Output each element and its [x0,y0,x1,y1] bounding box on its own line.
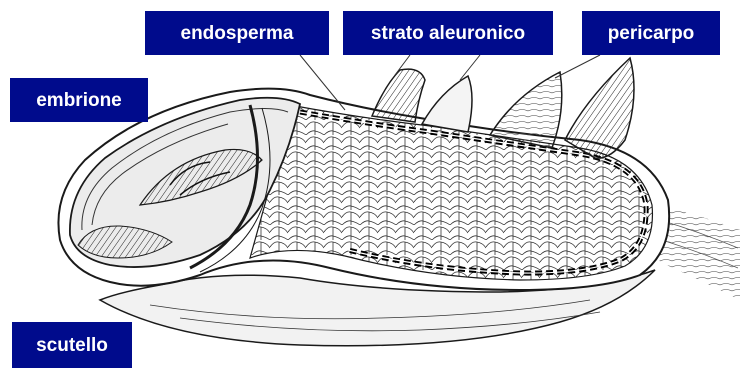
scutello-label: scutello [12,322,132,368]
pericarpo-label: pericarpo [582,11,720,55]
endosperma-label: endosperma [145,11,329,55]
embrione-label: embrione [10,78,148,122]
strato-aleuronico-label: strato aleuronico [343,11,553,55]
